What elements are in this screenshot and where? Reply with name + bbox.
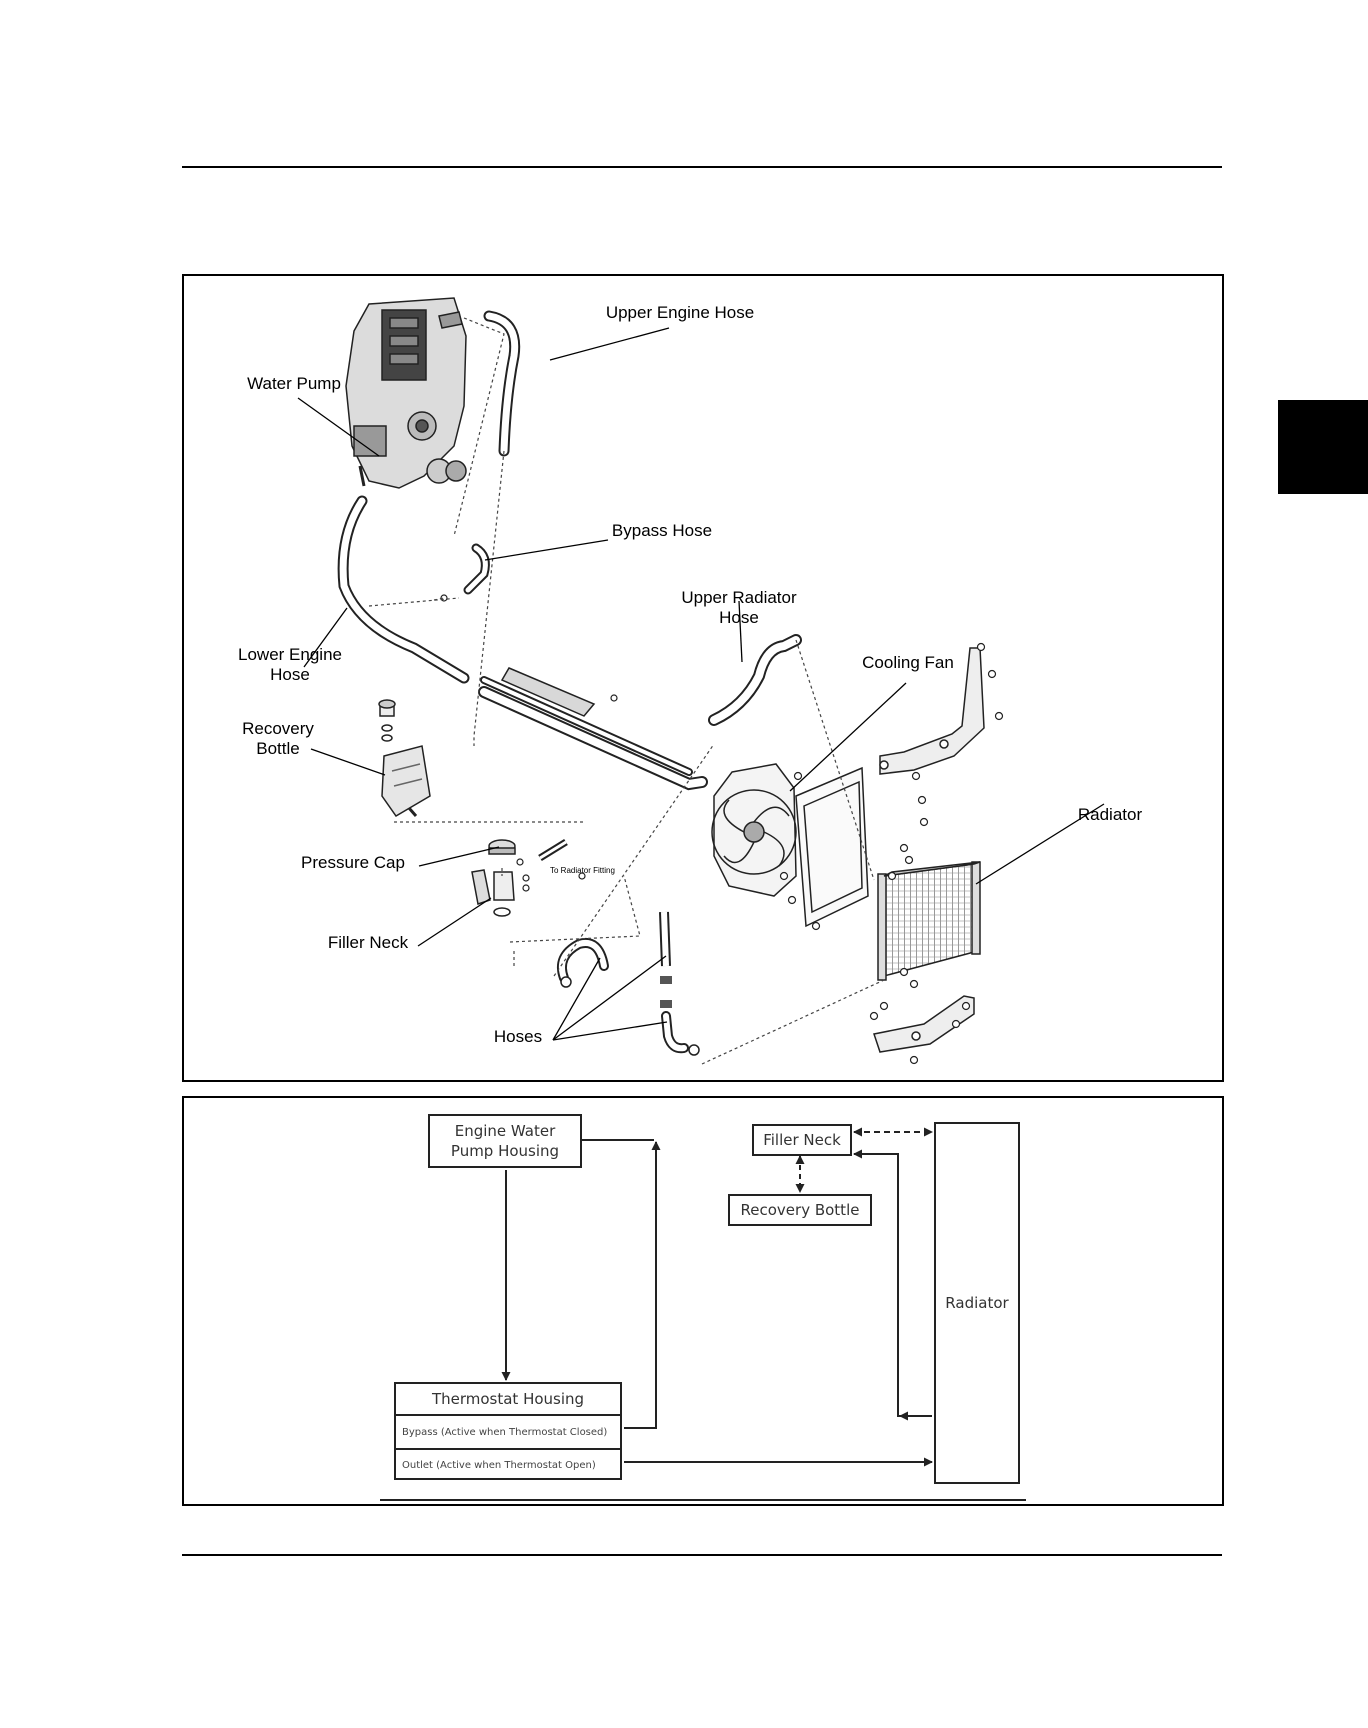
lower-engine-hose-label: Lower Engine Hose <box>238 645 342 684</box>
brackets-drawing <box>873 647 985 1053</box>
radiator-box-label: Radiator <box>945 1294 1009 1312</box>
thermostat-housing-box: Thermostat Housing Bypass (Active when T… <box>394 1382 622 1480</box>
fasteners-drawing <box>440 594 1004 1065</box>
outlet-row: Outlet (Active when Thermostat Open) <box>396 1448 620 1480</box>
connection-lines <box>368 317 885 1065</box>
filler-neck-box: Filler Neck <box>752 1124 852 1156</box>
filler-neck-box-label: Filler Neck <box>763 1131 841 1149</box>
recovery-bottle-label: Recovery Bottle <box>242 719 314 758</box>
bypass-hose-label: Bypass Hose <box>611 521 713 540</box>
radiator-label: Radiator <box>1077 805 1143 824</box>
recovery-bottle-box: Recovery Bottle <box>728 1194 872 1226</box>
pressure-cap-label: Pressure Cap <box>301 853 405 872</box>
header-rule <box>182 166 1222 168</box>
illustration-drawing <box>297 297 1105 1065</box>
recovery-bottle-box-label: Recovery Bottle <box>740 1201 860 1219</box>
flow-bypass-return <box>624 1141 661 1429</box>
engine-water-pump-housing-box: Engine Water Pump Housing <box>428 1114 582 1168</box>
thermostat-housing-label: Thermostat Housing <box>431 1390 585 1408</box>
footer-rule <box>182 1554 1222 1556</box>
cooling-system-illustration: Upper Engine Hose Water Pump Bypass Hose… <box>182 274 1224 1082</box>
to-radiator-fitting-label: To Radiator Fitting <box>550 866 615 875</box>
cooling-fan-label: Cooling Fan <box>862 653 954 672</box>
upper-radiator-hose-label: Upper Radiator Hose <box>681 588 797 627</box>
upper-engine-hose-label: Upper Engine Hose <box>605 303 755 322</box>
hoses-drawing <box>556 911 700 1056</box>
engine-drawing <box>345 297 467 489</box>
radiator-drawing <box>877 861 981 981</box>
water-pump-label: Water Pump <box>247 374 341 393</box>
bypass-row: Bypass (Active when Thermostat Closed) <box>396 1414 620 1448</box>
engine-water-pump-housing-label: Engine Water Pump Housing <box>450 1122 560 1160</box>
radiator-box: Radiator <box>934 1122 1020 1484</box>
filler-neck-label: Filler Neck <box>327 933 409 952</box>
lower-engine-hose-drawing <box>337 495 470 684</box>
chapter-tab <box>1278 400 1368 494</box>
flow-arrows <box>380 1127 1026 1501</box>
coolant-tube-drawing <box>478 667 708 791</box>
leader-lines <box>297 327 1105 1041</box>
filler-neck-drawing <box>471 839 568 917</box>
hoses-label: Hoses <box>493 1027 543 1046</box>
recovery-bottle-drawing <box>378 699 431 817</box>
coolant-flow-diagram: Engine Water Pump Housing Filler Neck Re… <box>182 1096 1224 1506</box>
